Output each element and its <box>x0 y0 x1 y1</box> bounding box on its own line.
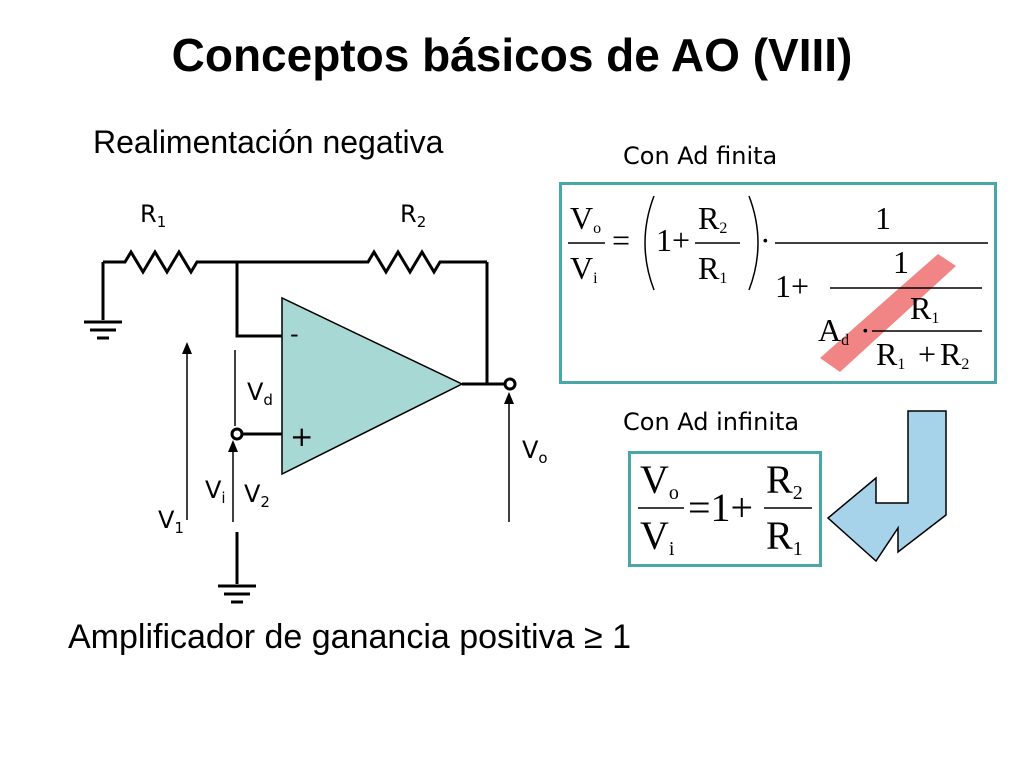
vi-arrow-head <box>228 440 238 452</box>
eq1-one-inner: 1 <box>893 244 909 280</box>
eq1-r1: R1 <box>698 250 728 287</box>
opamp-plus-sign: + <box>290 420 314 453</box>
left-paren <box>644 195 655 291</box>
section-subtitle: Realimentación negativa <box>93 124 444 160</box>
label-vd: Vd <box>247 378 273 409</box>
vo-arrow-head <box>504 392 514 404</box>
caption-infinite: Con Ad infinita <box>623 408 800 436</box>
strike-through-band <box>820 254 956 372</box>
label-r1: R1 <box>140 200 167 231</box>
input-terminal <box>230 427 244 441</box>
inverting-input-wire <box>235 262 282 338</box>
eq2-vi: Vi <box>640 513 675 560</box>
resistor-r2 <box>350 249 487 275</box>
eq1-equals: = <box>612 222 631 258</box>
eq1-dot: · <box>760 222 771 258</box>
caption-finite: Con Ad finita <box>623 142 778 170</box>
label-r2: R2 <box>400 200 427 231</box>
v1-arrow-head <box>182 342 192 354</box>
eq1-one-plus-den: 1+ <box>775 268 810 304</box>
eq2-equals-one-plus: =1+ <box>688 485 754 530</box>
output-terminal <box>503 377 517 391</box>
bottom-statement: Amplificador de ganancia positiva ≥ 1 <box>68 618 631 656</box>
eq1-ad: Ad <box>818 312 850 349</box>
eq2-r1: R1 <box>766 513 803 560</box>
arrow-shape <box>826 410 947 563</box>
eq2-r2: R2 <box>766 457 803 504</box>
label-vi: Vi <box>205 476 226 507</box>
page-title: Conceptos básicos de AO (VIII) <box>171 29 853 81</box>
opamp-triangle <box>281 296 464 476</box>
label-v1: V1 <box>158 506 184 537</box>
eq1-vi: Vi <box>570 250 598 287</box>
infinite-equation-box <box>628 451 822 567</box>
eq1-one-top: 1 <box>875 200 891 236</box>
eq2-vo: Vo <box>640 457 679 504</box>
eq1-den-r1: R1 <box>876 336 906 373</box>
opamp-minus-sign: - <box>290 320 299 348</box>
eq1-dot2: · <box>860 312 871 348</box>
label-vo: Vo <box>522 436 548 467</box>
right-paren <box>748 195 759 291</box>
eq1-vo: Vo <box>570 200 602 237</box>
eq1-r1-b: R1 <box>910 290 940 327</box>
resistor-r1 <box>103 249 350 275</box>
eq1-r2: R2 <box>698 200 728 237</box>
label-v2: V2 <box>244 480 270 511</box>
eq1-den-r2: R2 <box>940 336 970 373</box>
eq1-den-plus: + <box>918 336 937 372</box>
finite-equation-box <box>559 182 997 384</box>
eq1-one-plus: 1+ <box>656 222 691 258</box>
